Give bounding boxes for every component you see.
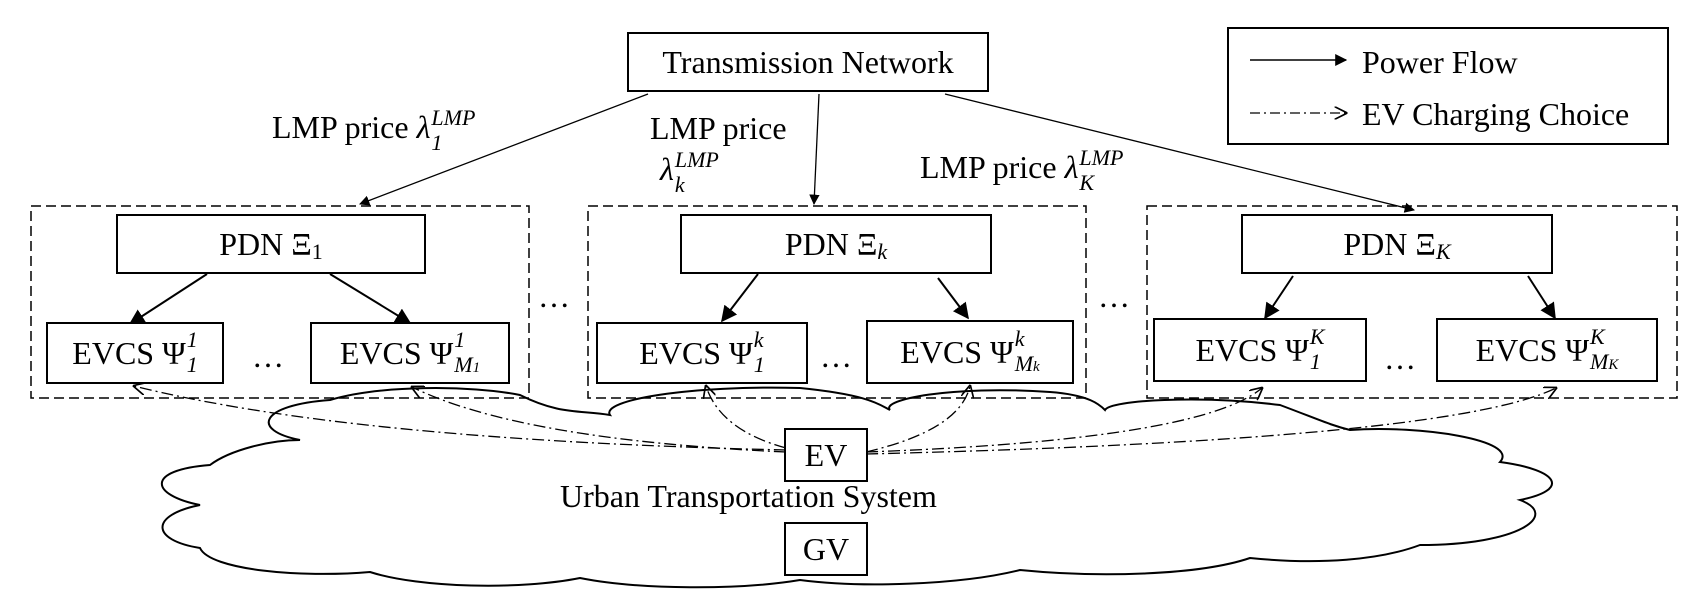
pdn-label: PDN Ξ bbox=[1343, 225, 1436, 262]
lambda-symbol: λ bbox=[416, 109, 431, 146]
ellipsis-evcs-k: … bbox=[820, 338, 852, 374]
lmp-prefix: LMP price bbox=[272, 109, 409, 146]
lmp-subscript: 1 bbox=[431, 129, 443, 155]
ev-box: EV bbox=[784, 428, 868, 482]
gv-box: GV bbox=[784, 522, 868, 576]
evcs-label: EVCS Ψ bbox=[900, 333, 1014, 370]
lmp-superscript: LMP bbox=[674, 147, 719, 172]
lambda-symbol: λ bbox=[1064, 149, 1079, 186]
evcs-subscript: M bbox=[454, 352, 473, 377]
ev-choice-arrow bbox=[865, 388, 1262, 453]
legend-ev-choice-label: EV Charging Choice bbox=[1362, 96, 1630, 132]
evcs-superscript: 1 bbox=[454, 327, 466, 353]
pdn-subscript: K bbox=[1435, 239, 1451, 264]
power-flow-arrow bbox=[128, 273, 208, 325]
lambda-symbol: λ bbox=[660, 151, 674, 188]
evcs-superscript: k bbox=[753, 327, 764, 353]
evcs-subscript: 1 bbox=[1309, 349, 1321, 374]
evcs-label: EVCS Ψ bbox=[339, 334, 454, 371]
ev-choice-arrows bbox=[134, 386, 1556, 455]
ev-choice-arrow bbox=[865, 388, 1556, 455]
power-flow-arrow bbox=[937, 277, 969, 320]
lmp-price-label-k-top: LMP price bbox=[650, 110, 787, 146]
power-flow-arrow bbox=[1527, 275, 1556, 320]
evcs-label: EVCS Ψ bbox=[639, 334, 753, 371]
power-flow-arrow bbox=[359, 93, 649, 206]
pdn-label: PDN Ξ bbox=[784, 225, 878, 262]
lmp-subscript: k bbox=[674, 171, 685, 197]
evcs-label: EVCS Ψ bbox=[1195, 331, 1309, 368]
evcs-superscript: 1 bbox=[186, 327, 198, 353]
evcs-subscript: M bbox=[1014, 351, 1034, 376]
legend-power-flow-label: Power Flow bbox=[1362, 44, 1518, 80]
lmp-subscript: K bbox=[1079, 169, 1095, 195]
ellipsis-pdn-1: … bbox=[538, 278, 570, 314]
power-flow-arrow bbox=[329, 273, 412, 324]
lmp-superscript: LMP bbox=[431, 105, 476, 130]
transmission-network-label: Transmission Network bbox=[662, 43, 954, 80]
evcs-subsubscript: K bbox=[1608, 357, 1619, 373]
urban-transportation-label: Urban Transportation System bbox=[560, 478, 937, 514]
evcs-subsubscript: k bbox=[1033, 359, 1040, 375]
evcs-subscript: M bbox=[1590, 349, 1609, 374]
lmp-prefix: LMP price bbox=[920, 149, 1057, 186]
pdn-subscript: k bbox=[877, 239, 888, 264]
ev-label: EV bbox=[804, 436, 848, 473]
pdn-group-1 bbox=[30, 205, 530, 399]
ev-choice-arrow bbox=[134, 386, 787, 451]
ellipsis-evcs-1: … bbox=[252, 338, 284, 374]
gv-label: GV bbox=[802, 530, 850, 567]
urban-transportation-cloud bbox=[160, 386, 1553, 589]
ev-choice-arrow bbox=[706, 386, 787, 449]
evcs-superscript: k bbox=[1014, 326, 1025, 352]
lmp-superscript: LMP bbox=[1079, 145, 1124, 170]
power-flow-arrow bbox=[1264, 275, 1294, 320]
evcs-label: EVCS Ψ bbox=[1475, 331, 1590, 368]
evcs-superscript: K bbox=[1309, 324, 1325, 350]
evcs-subscript: 1 bbox=[753, 352, 765, 377]
transmission-network-box: Transmission Network bbox=[627, 32, 989, 92]
power-flow-arrow bbox=[721, 273, 759, 323]
pdn-subscript: 1 bbox=[311, 239, 323, 264]
pdn-label: PDN Ξ bbox=[219, 225, 312, 262]
evcs-subscript: 1 bbox=[186, 352, 198, 377]
ev-choice-arrow bbox=[865, 386, 970, 453]
power-flow-arrow bbox=[944, 93, 1416, 213]
ellipsis-pdn-2: … bbox=[1098, 278, 1130, 314]
power-flow-arrow bbox=[809, 93, 820, 206]
evcs-subsubscript: 1 bbox=[472, 360, 481, 376]
ellipsis-evcs-K: … bbox=[1384, 340, 1416, 376]
ev-choice-arrow bbox=[412, 387, 787, 453]
legend-box bbox=[1227, 27, 1669, 145]
pdn-group-k bbox=[587, 205, 1087, 399]
evcs-label: EVCS Ψ bbox=[72, 334, 186, 371]
evcs-superscript: K bbox=[1590, 324, 1605, 350]
